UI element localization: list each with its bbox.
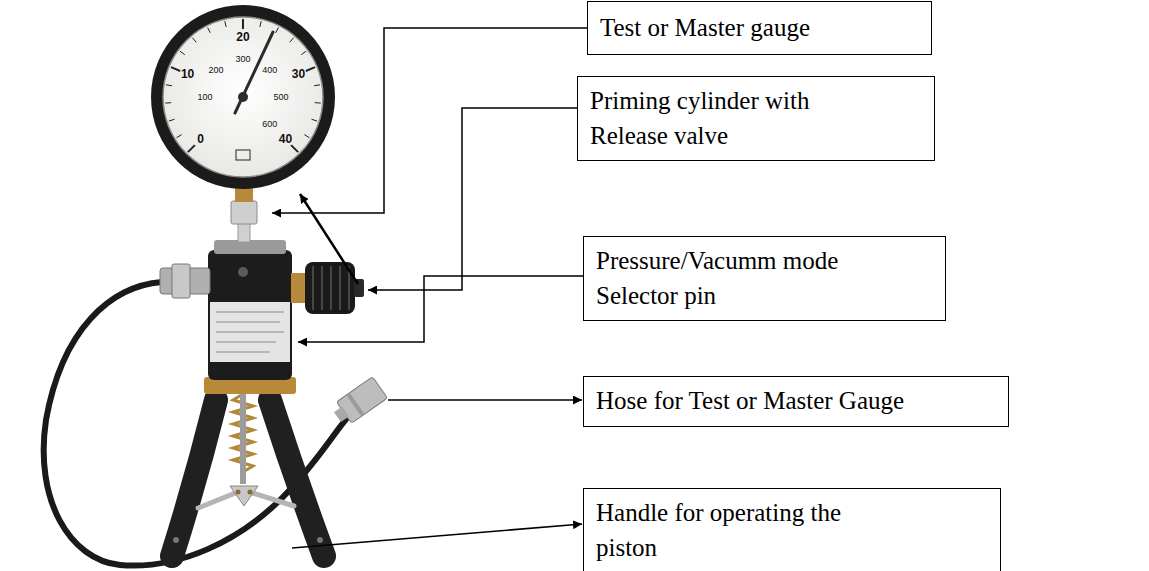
body-label bbox=[210, 302, 290, 362]
hose-fitting bbox=[330, 377, 388, 428]
dial-number: 20 bbox=[236, 31, 249, 43]
dial-tick bbox=[260, 21, 261, 27]
link-plate bbox=[230, 486, 258, 506]
needle-hub bbox=[238, 92, 248, 102]
label-box: Priming cylinder with Release valve bbox=[577, 76, 935, 161]
dial-tick bbox=[315, 102, 321, 103]
knob-grooves bbox=[313, 266, 349, 310]
gauge-nut bbox=[231, 201, 257, 224]
label-box: Handle for operating the piston bbox=[583, 488, 1001, 571]
dial-tick bbox=[306, 67, 315, 71]
gauge-housing bbox=[151, 5, 335, 189]
dial-tick bbox=[171, 67, 180, 71]
dial-tick bbox=[242, 19, 244, 29]
dial-number: 300 bbox=[235, 55, 250, 64]
gauge-face bbox=[163, 17, 323, 177]
dial-tick bbox=[291, 145, 298, 152]
dial-number: 200 bbox=[209, 66, 224, 75]
dial-tick bbox=[169, 119, 175, 121]
piston-rod bbox=[240, 394, 246, 484]
part-label: Pressure/Vacumm mode Selector pin bbox=[596, 244, 878, 313]
dial-tick bbox=[180, 51, 185, 55]
dial-tick bbox=[276, 28, 279, 33]
link-pin bbox=[248, 490, 253, 495]
part-label: Test or Master gauge bbox=[600, 11, 810, 46]
part-label: Priming cylinder with Release valve bbox=[590, 84, 852, 153]
leader-arrow bbox=[300, 194, 358, 284]
dial-ticks bbox=[165, 19, 321, 152]
dial-number: 0 bbox=[197, 133, 204, 145]
part-label: Hose for Test or Master Gauge bbox=[596, 384, 904, 419]
dial-tick bbox=[314, 84, 320, 86]
dial-tick bbox=[165, 102, 171, 103]
dial-tick bbox=[166, 84, 172, 86]
dial-tick bbox=[176, 135, 181, 138]
right-handle bbox=[270, 400, 324, 556]
gauge-logo bbox=[236, 150, 250, 160]
selector-pin bbox=[238, 267, 248, 277]
gauge-rod bbox=[238, 222, 250, 242]
leader-line bbox=[368, 108, 577, 290]
dial-tick bbox=[192, 38, 196, 43]
handle-rivet bbox=[317, 537, 323, 543]
dial-number: 40 bbox=[279, 133, 292, 145]
dial-tick bbox=[188, 145, 195, 152]
dial-number: 10 bbox=[181, 68, 194, 80]
dial-number: 500 bbox=[273, 93, 288, 102]
label-box: Pressure/Vacumm mode Selector pin bbox=[583, 236, 946, 321]
dial-number: 600 bbox=[262, 119, 277, 128]
dial-tick bbox=[304, 135, 309, 138]
dial-number: 100 bbox=[197, 93, 212, 102]
handle-rivet bbox=[173, 537, 179, 543]
leader-line bbox=[272, 28, 587, 213]
dial-tick bbox=[290, 38, 294, 43]
link-pin bbox=[236, 490, 241, 495]
leader-line bbox=[388, 399, 582, 401]
knob-collar bbox=[291, 273, 306, 303]
dial-tick bbox=[311, 119, 317, 121]
label-box: Hose for Test or Master Gauge bbox=[583, 376, 1009, 427]
leader-line bbox=[298, 276, 583, 342]
dial-tick bbox=[301, 51, 306, 55]
label-box: Test or Master gauge bbox=[587, 1, 932, 55]
side-fitting-nut bbox=[172, 264, 190, 298]
hose-cable bbox=[44, 282, 352, 566]
part-label: Handle for operating the piston bbox=[596, 496, 884, 565]
leader-line bbox=[292, 524, 582, 548]
dial-tick bbox=[208, 28, 211, 33]
label-print bbox=[216, 312, 284, 352]
left-handle bbox=[172, 400, 216, 556]
dial-tick bbox=[225, 21, 226, 27]
pump-body bbox=[208, 250, 292, 380]
dial-number: 30 bbox=[292, 68, 305, 80]
dial-number: 400 bbox=[262, 66, 277, 75]
leader-lines bbox=[272, 28, 587, 548]
